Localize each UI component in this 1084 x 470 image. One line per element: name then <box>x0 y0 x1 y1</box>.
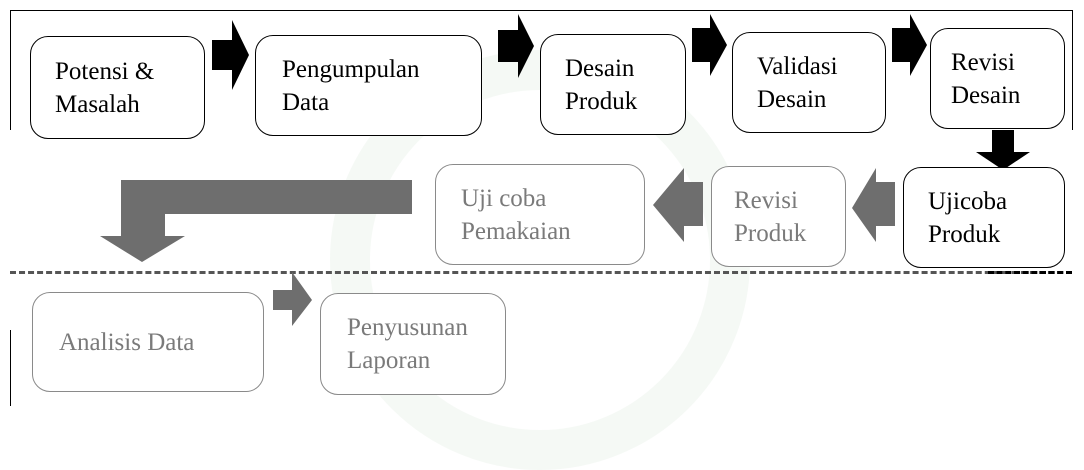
box-revisi-produk: Revisi Produk <box>711 166 846 267</box>
frame-right-border <box>1072 10 1073 130</box>
arrow-revisi-to-ujicoba <box>976 130 1030 170</box>
box-label-line: Produk <box>734 219 807 247</box>
box-desain-produk: Desain Produk <box>540 34 686 135</box>
arrow-analisis-to-penyusunan <box>273 272 312 326</box>
box-label-line: Produk <box>928 220 1001 248</box>
section-divider-dark <box>988 271 1072 274</box>
box-label-line: Desain <box>565 54 635 82</box>
box-label-line: Data <box>282 88 330 116</box>
box-potensi-masalah: Potensi & Masalah <box>30 36 205 139</box>
box-label-line: Validasi <box>757 52 838 80</box>
arrow-validasi-to-revisi <box>892 14 927 76</box>
arrow-potensi-to-pengumpulan <box>212 20 249 90</box>
box-ujicoba-produk: Ujicoba Produk <box>903 167 1065 268</box>
arrows-layer <box>100 14 1030 326</box>
box-label-line: Desain <box>951 81 1021 109</box>
arrow-revisi-produk-to-uji-coba <box>653 168 703 242</box>
box-label-line: Laporan <box>347 347 431 374</box>
box-revisi-desain: Revisi Desain <box>930 28 1065 129</box>
frame-left-border <box>10 10 11 130</box>
box-uji-coba-pemakaian: Uji coba Pemakaian <box>435 164 645 265</box>
box-validasi-desain: Validasi Desain <box>732 32 886 133</box>
box-analisis-data: Analisis Data <box>32 292 264 392</box>
box-label-line: Masalah <box>55 90 140 118</box>
box-label-line: Potensi & <box>55 57 155 85</box>
box-label-line: Desain <box>757 85 827 113</box>
box-pengumpulan-data: Pengumpulan Data <box>255 35 482 136</box>
box-label-line: Analisis Data <box>59 328 195 356</box>
arrow-pengumpulan-to-desain <box>498 14 534 78</box>
box-label-line: Uji coba <box>461 184 547 212</box>
box-label-line: Pengumpulan <box>282 55 420 83</box>
frame-top-border <box>10 10 1072 11</box>
box-label-line: Ujicoba <box>928 187 1008 215</box>
frame-left-border-lower <box>10 330 11 406</box>
box-penyusunan-laporan: Penyusunan Laporan <box>320 293 506 395</box>
arrow-desain-to-validasi <box>692 14 727 76</box>
box-label-line: Revisi <box>951 48 1015 76</box>
box-label-line: Pemakaian <box>461 217 571 245</box>
arrow-ujicoba-to-revisi-produk <box>852 168 895 242</box>
flowchart-stage: Potensi & Masalah Pengumpulan Data Desai… <box>10 10 1073 470</box>
arrow-uji-coba-to-analisis <box>100 180 412 262</box>
box-label-line: Penyusunan <box>347 314 468 341</box>
section-divider <box>10 271 1072 274</box>
box-label-line: Revisi <box>734 186 798 214</box>
box-label-line: Produk <box>565 87 638 115</box>
